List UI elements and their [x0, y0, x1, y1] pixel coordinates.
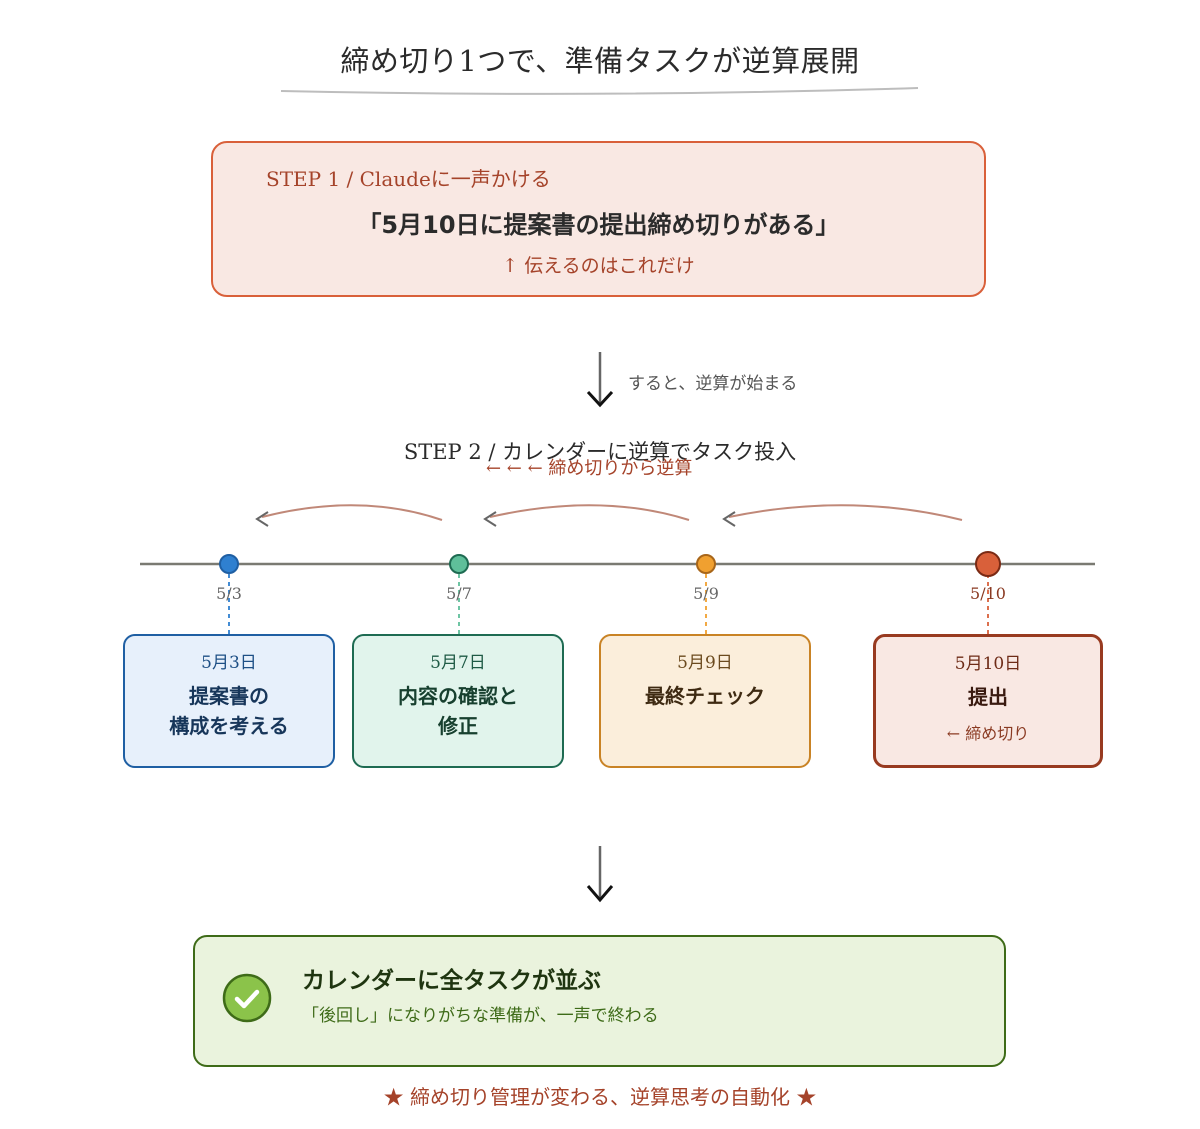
task-card: 5月7日 内容の確認と 修正 — [352, 634, 564, 768]
task-date: 5月9日 — [677, 653, 733, 673]
task-title: 内容の確認と 修正 — [354, 681, 562, 741]
timeline-marker — [219, 554, 239, 574]
back-arrow — [483, 504, 690, 527]
task-line: 提出 — [968, 685, 1008, 709]
back-arrow — [255, 504, 443, 527]
task-line: 内容の確認と — [398, 684, 518, 708]
task-title: 最終チェック — [601, 681, 809, 711]
down-arrow-icon — [586, 846, 614, 903]
tick-label: 5/10 — [970, 584, 1006, 603]
task-line: 修正 — [438, 714, 478, 738]
deadline-card: 5月10日 提出 ← 締め切り — [873, 634, 1103, 768]
timeline-marker — [975, 551, 1001, 577]
task-card: 5月3日 提案書の 構成を考える — [123, 634, 335, 768]
step1-box: STEP 1 / Claudeに一声かける 「5月10日に提案書の提出締め切りが… — [211, 141, 986, 297]
tick-label: 5/9 — [693, 584, 719, 603]
task-line: 構成を考える — [169, 714, 289, 738]
task-line: 提案書の — [189, 684, 269, 708]
step1-quote: 「5月10日に提案書の提出締め切りがある」 — [357, 211, 840, 239]
backcalc-label: ← ← ← 締め切りから逆算 — [486, 458, 693, 479]
result-box: カレンダーに全タスクが並ぶ 「後回し」になりがちな準備が、一声で終わる — [193, 935, 1006, 1067]
tick-label: 5/7 — [446, 584, 472, 603]
task-date: 5月10日 — [954, 654, 1022, 674]
task-title: 提案書の 構成を考える — [125, 681, 333, 741]
transition-caption: すると、逆算が始まる — [628, 374, 798, 394]
task-date: 5月7日 — [430, 653, 486, 673]
result-subtitle: 「後回し」になりがちな準備が、一声で終わる — [302, 1006, 659, 1026]
tick-label: 5/3 — [216, 584, 242, 603]
task-title: 提出 — [876, 682, 1100, 712]
title-underline — [280, 87, 919, 95]
timeline-marker — [696, 554, 716, 574]
back-arrow — [722, 504, 963, 527]
step1-label: STEP 1 / Claudeに一声かける — [266, 167, 551, 191]
page-title: 締め切り1つで、準備タスクが逆算展開 — [340, 44, 860, 78]
task-card: 5月9日 最終チェック — [599, 634, 811, 768]
footer-tagline: ★ 締め切り管理が変わる、逆算思考の自動化 ★ — [383, 1085, 817, 1109]
step2-label: STEP 2 / カレンダーに逆算でタスク投入 — [403, 440, 797, 464]
timeline-marker — [449, 554, 469, 574]
check-circle-icon — [222, 973, 272, 1023]
deadline-note: ← 締め切り — [946, 724, 1030, 743]
task-line: 最終チェック — [645, 684, 765, 708]
down-arrow-icon — [586, 352, 614, 408]
step1-note: ↑ 伝えるのはこれだけ — [502, 255, 695, 277]
task-date: 5月3日 — [201, 653, 257, 673]
result-title: カレンダーに全タスクが並ぶ — [302, 968, 601, 994]
